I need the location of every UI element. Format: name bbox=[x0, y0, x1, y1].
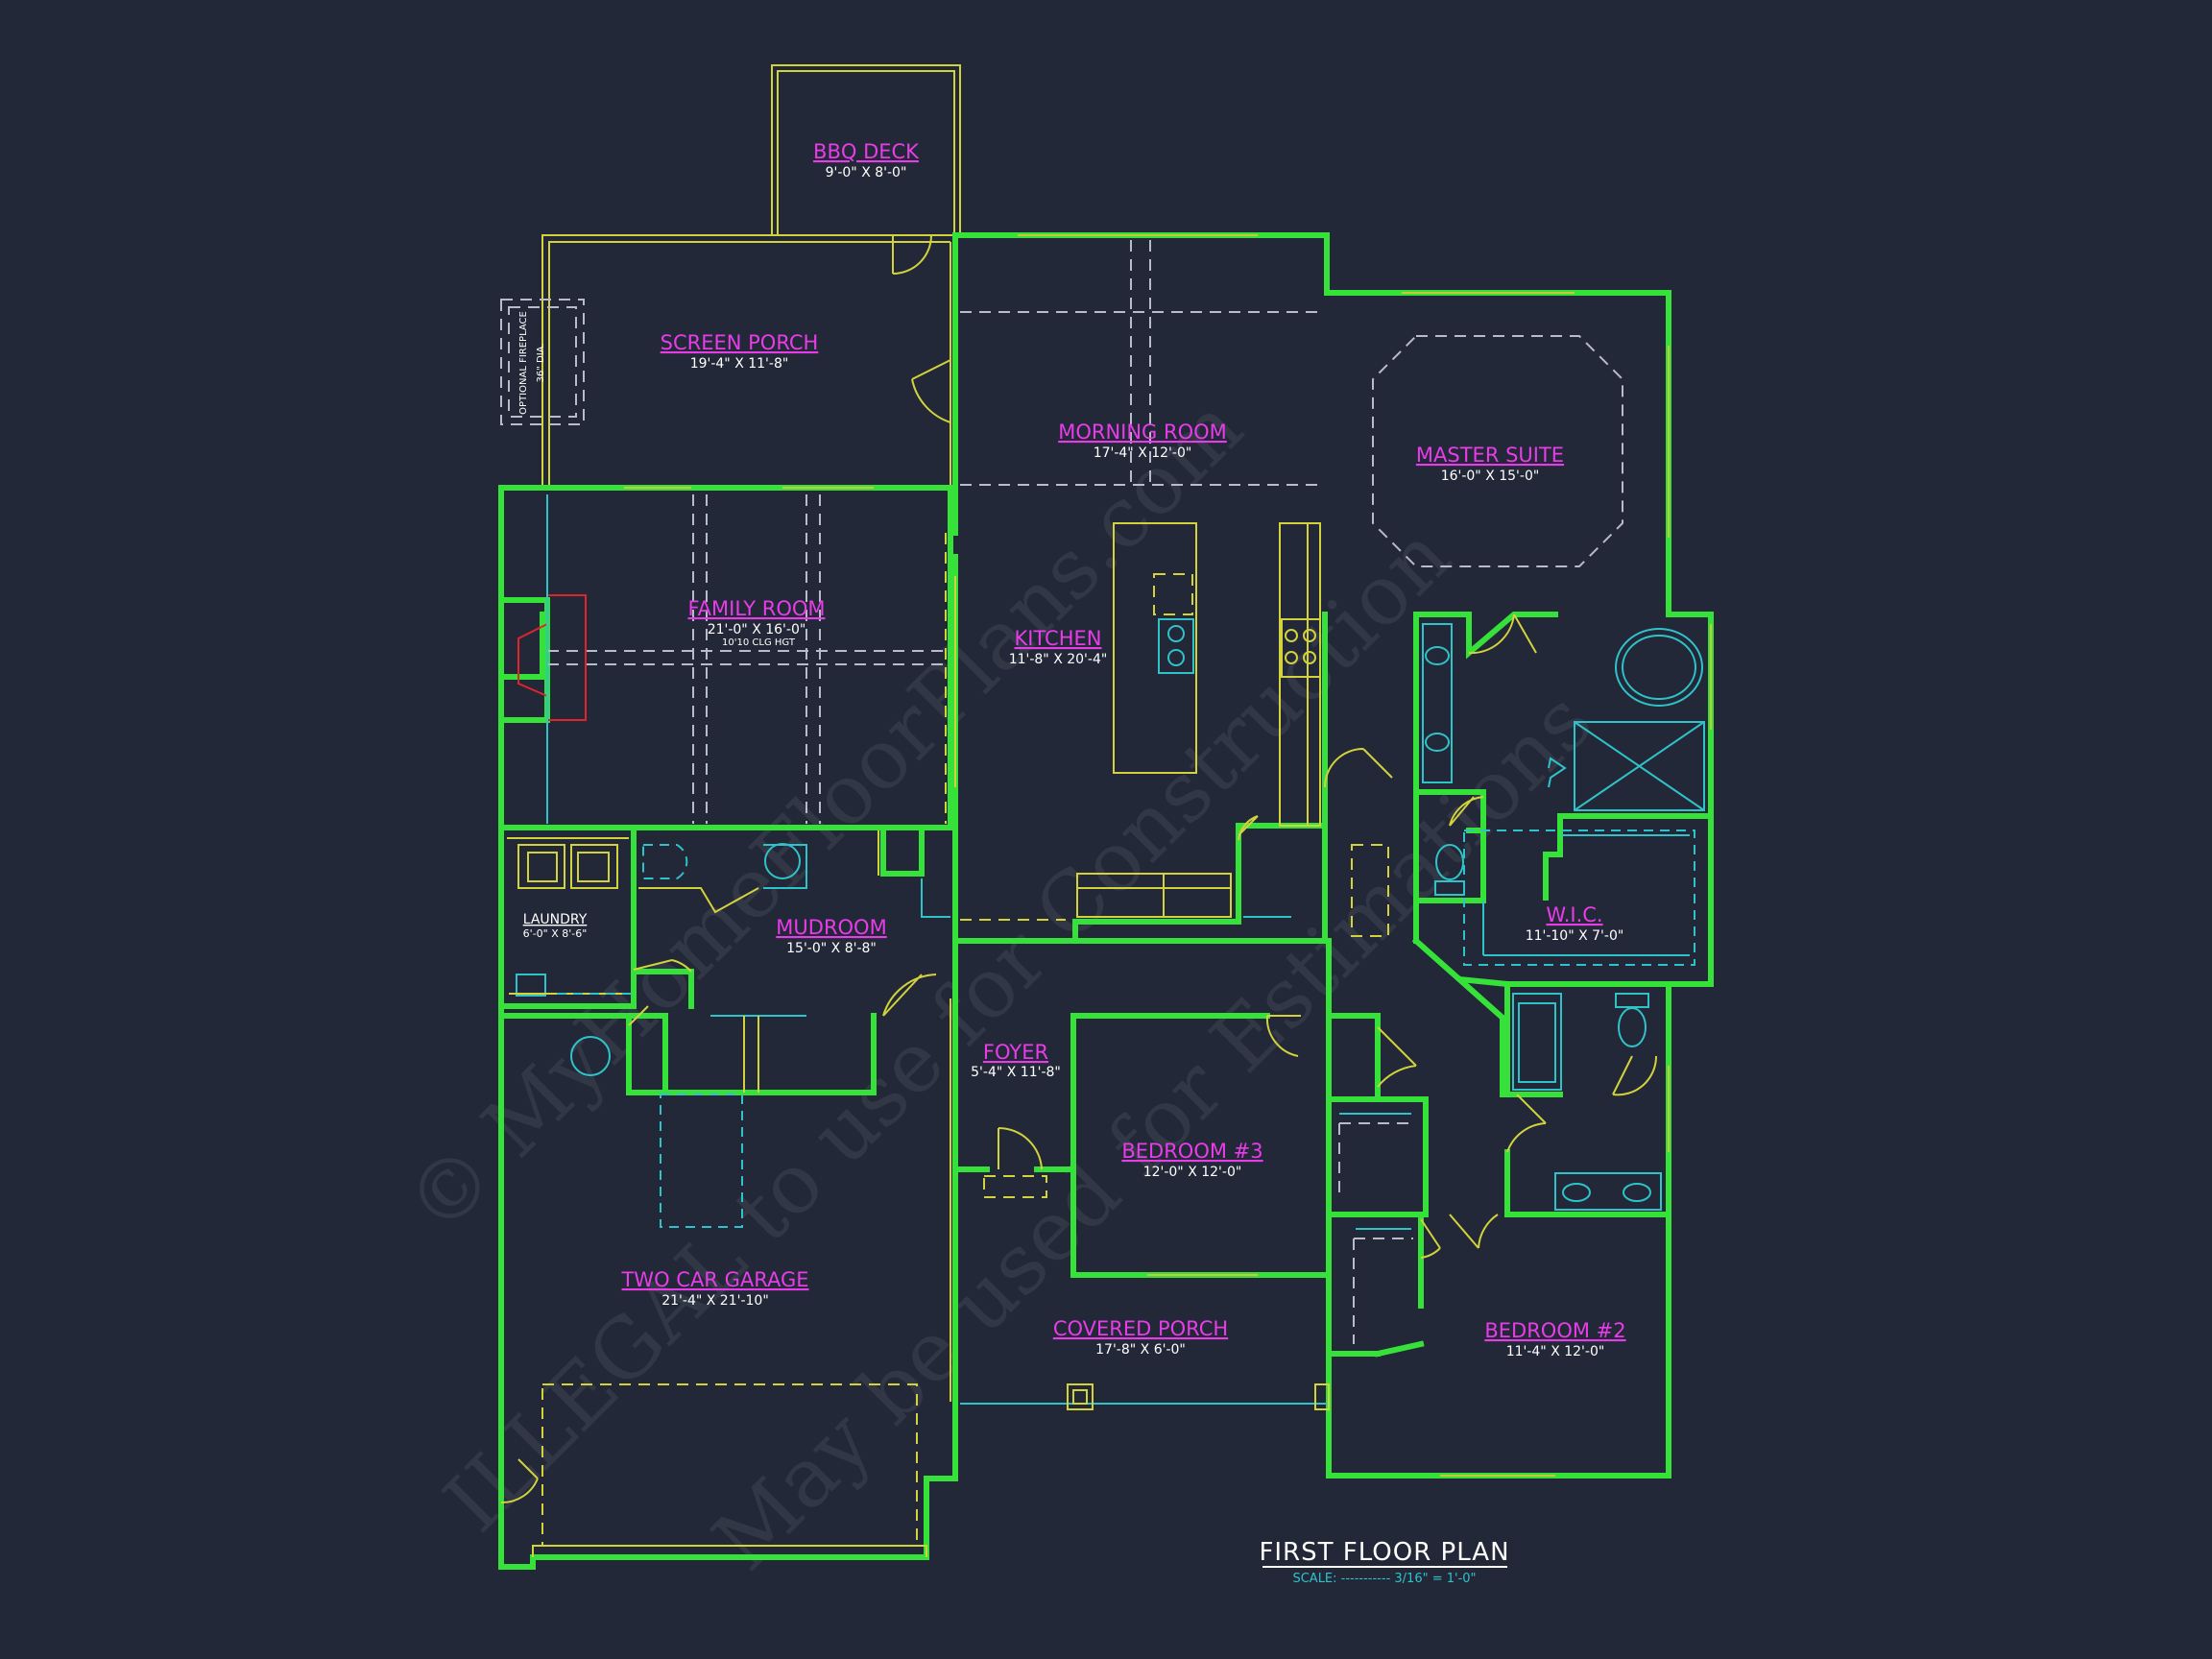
room-dimensions: 21'-4" X 21'-10" bbox=[661, 1293, 769, 1309]
room-dimensions: 19'-4" X 11'-8" bbox=[690, 356, 789, 372]
mudroom-fixtures bbox=[638, 830, 950, 1093]
fireplace-note-1: OPTIONAL FIREPLACE bbox=[518, 311, 529, 415]
room-name: BEDROOM #3 bbox=[1121, 1140, 1262, 1163]
room-label-laundry: LAUNDRY 6'-0" X 8'-6" bbox=[523, 912, 588, 940]
room-dimensions: 17'-8" X 6'-0" bbox=[1095, 1342, 1186, 1358]
plan-title: FIRST FLOOR PLAN bbox=[1259, 1538, 1509, 1567]
room-dimensions: 11'-10" X 7'-0" bbox=[1526, 928, 1624, 944]
hall-bath-fixtures bbox=[1512, 993, 1662, 1211]
room-label-kitchen: KITCHEN 11'-8" X 20'-4" bbox=[1009, 627, 1108, 667]
room-name: W.I.C. bbox=[1546, 903, 1602, 926]
room-name: MASTER SUITE bbox=[1416, 444, 1564, 467]
room-dimensions: 11'-8" X 20'-4" bbox=[1009, 652, 1108, 667]
window-marks bbox=[532, 234, 1712, 1557]
room-label-bbq-deck: BBQ DECK 9'-0" X 8'-0" bbox=[813, 140, 920, 180]
kitchen-fixtures bbox=[1076, 522, 1321, 918]
room-name: FAMILY ROOM bbox=[687, 597, 825, 620]
room-dimensions: 16'-0" X 15'-0" bbox=[1441, 469, 1540, 484]
room-label-screen-porch: SCREEN PORCH 19'-4" X 11'-8" bbox=[661, 331, 819, 372]
room-name: COVERED PORCH bbox=[1053, 1317, 1228, 1340]
room-name: TWO CAR GARAGE bbox=[620, 1268, 808, 1291]
room-label-two-car-garage: TWO CAR GARAGE 21'-4" X 21'-10" bbox=[620, 1268, 808, 1309]
bbq-deck-outline bbox=[771, 64, 961, 235]
master-bath-fixtures bbox=[1422, 623, 1705, 966]
ceiling-lines bbox=[541, 240, 1623, 1547]
room-name: SCREEN PORCH bbox=[661, 331, 819, 354]
room-dimensions: 6'-0" X 8'-6" bbox=[523, 927, 588, 940]
room-label-mudroom: MUDROOM 15'-0" X 8'-8" bbox=[776, 916, 886, 956]
room-dimensions: 15'-0" X 8'-8" bbox=[786, 941, 877, 956]
room-label-covered-porch: COVERED PORCH 17'-8" X 6'-0" bbox=[1053, 1317, 1228, 1358]
door-swings bbox=[500, 613, 1658, 1504]
ceiling-height-note: 10'10 CLG HGT bbox=[722, 637, 796, 648]
room-name: MORNING ROOM bbox=[1058, 421, 1227, 444]
garage-fixtures bbox=[570, 1005, 743, 1228]
room-name: LAUNDRY bbox=[523, 912, 588, 927]
room-label-morning-room: MORNING ROOM 17'-4" X 12'-0" bbox=[1058, 421, 1227, 461]
optional-fireplace: OPTIONAL FIREPLACE 36" DIA. bbox=[500, 299, 585, 425]
room-name: FOYER bbox=[983, 1041, 1048, 1064]
porch-posts bbox=[1067, 1383, 1330, 1410]
room-name: KITCHEN bbox=[1015, 627, 1102, 650]
laundry-fixtures bbox=[507, 837, 634, 997]
room-label-bedroom-2: BEDROOM #2 11'-4" X 12'-0" bbox=[1484, 1319, 1625, 1359]
room-label-wic: W.I.C. 11'-10" X 7'-0" bbox=[1526, 903, 1624, 944]
room-label-bedroom-3: BEDROOM #3 12'-0" X 12'-0" bbox=[1121, 1140, 1262, 1180]
room-dimensions: 17'-4" X 12'-0" bbox=[1094, 445, 1192, 461]
interior-walls bbox=[498, 597, 1714, 1358]
room-label-master-suite: MASTER SUITE 16'-0" X 15'-0" bbox=[1416, 444, 1564, 484]
fireplace-note-2: 36" DIA. bbox=[536, 344, 546, 383]
room-name: BBQ DECK bbox=[813, 140, 920, 163]
room-dimensions: 5'-4" X 11'-8" bbox=[971, 1065, 1061, 1080]
bedroom-closets bbox=[1338, 1113, 1413, 1344]
family-room-fireplace bbox=[517, 494, 587, 824]
screen-porch-outline bbox=[541, 234, 954, 485]
room-name: BEDROOM #2 bbox=[1484, 1319, 1625, 1342]
room-label-foyer: FOYER 5'-4" X 11'-8" bbox=[971, 1041, 1061, 1080]
room-name: MUDROOM bbox=[776, 916, 886, 939]
plan-title-block: FIRST FLOOR PLAN SCALE: ----------- 3/16… bbox=[1259, 1538, 1509, 1586]
plan-scale: SCALE: ----------- 3/16" = 1'-0" bbox=[1292, 1572, 1476, 1586]
room-dimensions: 9'-0" X 8'-0" bbox=[826, 165, 907, 180]
room-label-family-room: FAMILY ROOM 21'-0" X 16'-0" 10'10 CLG HG… bbox=[687, 597, 825, 648]
room-dimensions: 21'-0" X 16'-0" bbox=[708, 622, 806, 637]
room-dimensions: 12'-0" X 12'-0" bbox=[1143, 1165, 1242, 1180]
room-dimensions: 11'-4" X 12'-0" bbox=[1506, 1344, 1605, 1359]
